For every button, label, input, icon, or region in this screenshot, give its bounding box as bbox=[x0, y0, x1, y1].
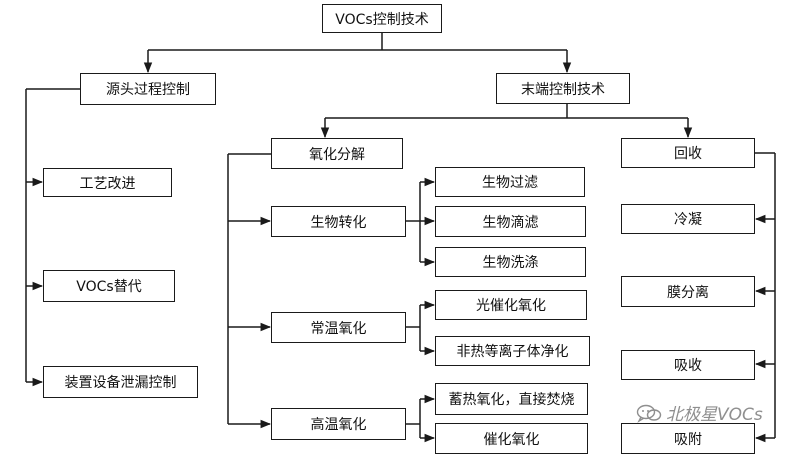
node-source-control: 源头过程控制 bbox=[80, 73, 216, 105]
node-end-control: 末端控制技术 bbox=[496, 73, 630, 104]
node-normal-temp-oxidation: 常温氧化 bbox=[271, 312, 406, 343]
node-regenerative: 蓄热氧化，直接焚烧 bbox=[435, 383, 588, 415]
node-leak-control: 装置设备泄漏控制 bbox=[43, 366, 198, 398]
node-condensation: 冷凝 bbox=[621, 204, 755, 234]
node-oxidation: 氧化分解 bbox=[271, 138, 403, 169]
node-adsorption: 吸附 bbox=[621, 423, 755, 454]
watermark-text: 北极星VOCs bbox=[666, 405, 763, 425]
node-bio-conversion: 生物转化 bbox=[271, 206, 406, 237]
node-bio-filter: 生物过滤 bbox=[435, 167, 585, 197]
node-recovery: 回收 bbox=[621, 138, 755, 168]
node-process-improve: 工艺改进 bbox=[43, 168, 172, 197]
node-vocs-replace: VOCs替代 bbox=[43, 270, 175, 302]
watermark: 北极星VOCs bbox=[636, 400, 763, 425]
node-non-thermal-plasma: 非热等离子体净化 bbox=[435, 336, 590, 366]
node-bio-trickle: 生物滴滤 bbox=[435, 206, 586, 237]
chat-bubble-icon bbox=[636, 404, 662, 423]
node-photocatalytic: 光催化氧化 bbox=[435, 290, 587, 320]
node-absorption: 吸收 bbox=[621, 350, 755, 380]
node-membrane: 膜分离 bbox=[621, 276, 755, 307]
node-root: VOCs控制技术 bbox=[322, 4, 442, 33]
node-high-temp-oxidation: 高温氧化 bbox=[271, 408, 406, 440]
node-bio-wash: 生物洗涤 bbox=[435, 247, 586, 277]
node-catalytic: 催化氧化 bbox=[435, 423, 588, 454]
